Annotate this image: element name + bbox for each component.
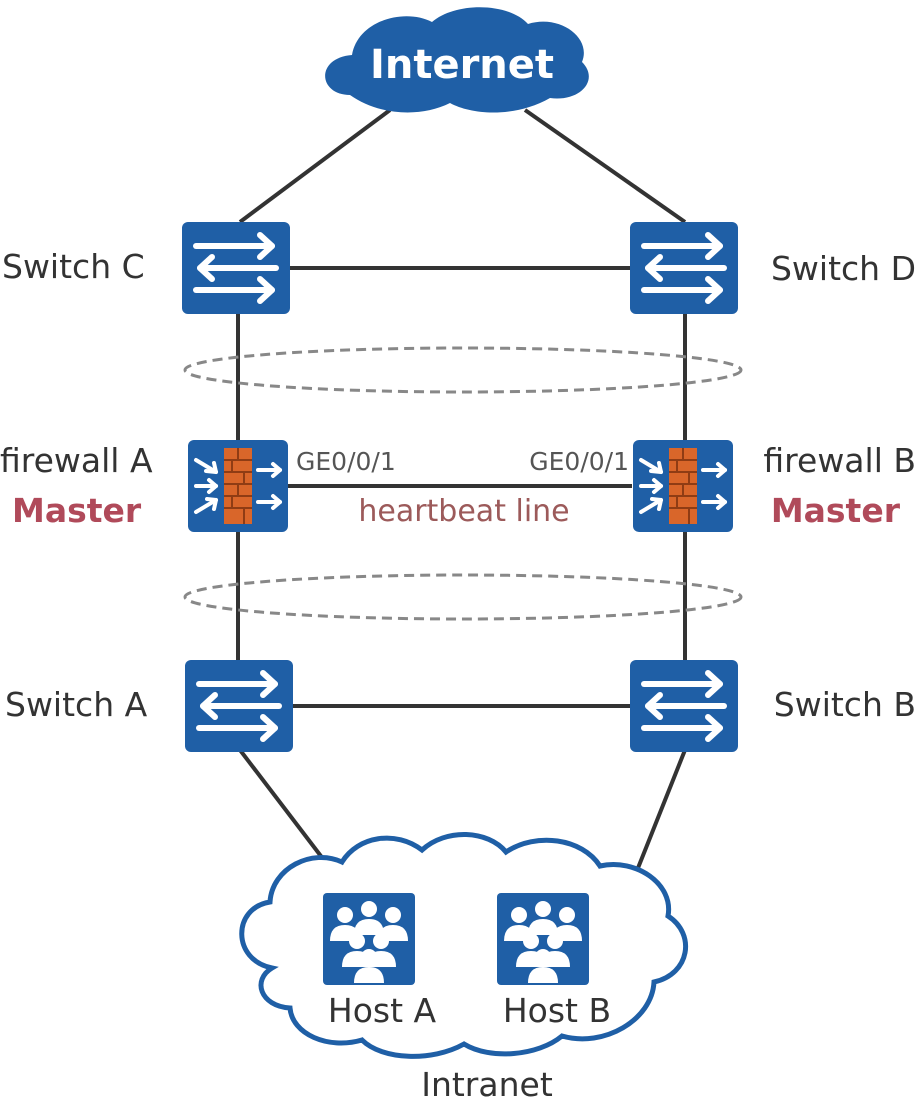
switch-c-icon xyxy=(182,222,290,314)
firewall-a-port-label: GE0/0/1 xyxy=(296,447,396,476)
link-internet-switch-c xyxy=(238,108,392,224)
switch-d-label: Switch D xyxy=(771,249,916,288)
switch-a-icon xyxy=(185,660,293,752)
switch-b-label: Switch B xyxy=(774,685,916,724)
link-internet-switch-d xyxy=(523,108,687,224)
firewall-b-port-label: GE0/0/1 xyxy=(529,447,629,476)
host-b-label: Host B xyxy=(503,991,611,1030)
firewall-a-state-label: Master xyxy=(12,491,142,530)
host-a-icon xyxy=(323,893,415,985)
heartbeat-line-label: heartbeat line xyxy=(358,494,569,529)
link-switch-a-intranet xyxy=(238,748,332,870)
intranet-label: Intranet xyxy=(421,1065,553,1104)
lower-link-group-ellipse xyxy=(183,573,743,621)
internet-cloud-icon: Internet xyxy=(325,7,589,113)
switch-c-label: Switch C xyxy=(2,247,145,286)
switch-b-icon xyxy=(630,660,738,752)
switch-a-label: Switch A xyxy=(5,685,148,724)
switch-d-icon xyxy=(630,222,738,314)
host-a-label: Host A xyxy=(328,991,437,1030)
intranet-cloud-icon xyxy=(239,832,688,1059)
internet-label: Internet xyxy=(370,42,554,88)
firewall-a-icon xyxy=(186,438,290,534)
firewall-b-icon xyxy=(631,438,735,534)
host-b-icon xyxy=(497,893,589,985)
firewall-b-label: firewall B xyxy=(763,441,916,480)
upper-link-group-ellipse xyxy=(183,346,743,394)
firewall-b-state-label: Master xyxy=(771,491,901,530)
link-switch-b-intranet xyxy=(636,749,687,869)
firewall-a-label: firewall A xyxy=(0,441,153,480)
